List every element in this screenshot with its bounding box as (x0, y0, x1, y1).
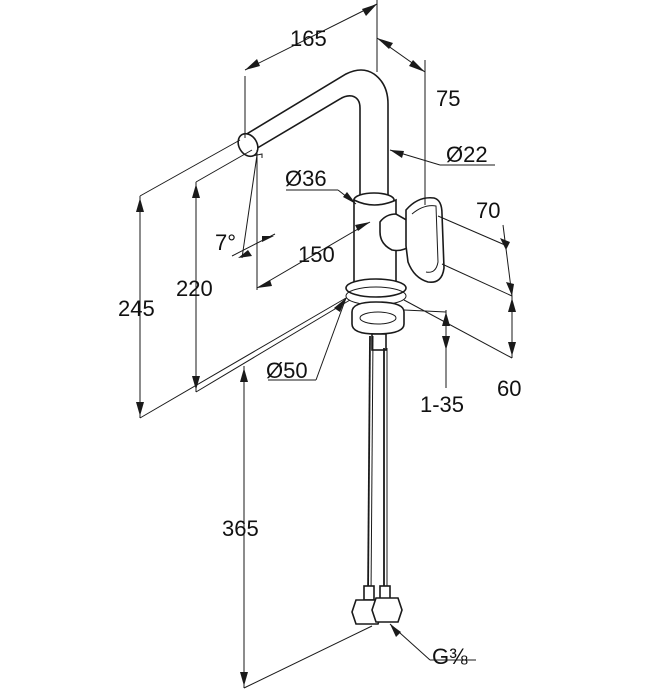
dim-spout-height: 220 (176, 276, 213, 301)
dim-swivel-angle: 7° (215, 230, 236, 255)
dim-spout-reach: 165 (290, 26, 327, 51)
hose-ferrule-left (363, 585, 375, 601)
faucet (237, 69, 445, 625)
dim-spout-tip-offset: 75 (436, 86, 460, 111)
dim-connection-thread: G⅜ (432, 644, 468, 669)
dimension-lines (136, 0, 516, 689)
handle-neck (379, 213, 411, 252)
mounting-plate (351, 301, 405, 335)
dim-handle-height: 70 (476, 198, 500, 223)
dim-body-diameter: Ø36 (285, 166, 327, 191)
connection-nut-right (371, 597, 403, 623)
mounting-nut (359, 311, 397, 325)
dim-body-projection: 150 (298, 242, 335, 267)
handle-edge (411, 205, 439, 273)
handle-lever (405, 196, 445, 284)
dim-total-height: 245 (118, 296, 155, 321)
base-flange (345, 278, 407, 298)
dim-base-diameter: Ø50 (266, 358, 308, 383)
dim-deck-thickness: 1-35 (420, 392, 464, 417)
aerator (251, 153, 263, 158)
dim-base-height: 60 (497, 376, 521, 401)
dim-hose-length: 365 (222, 516, 259, 541)
dim-spout-diameter: Ø22 (446, 142, 488, 167)
mounting-stud (371, 333, 387, 351)
dimension-labels: 165 75 Ø22 Ø36 7° 150 70 220 245 Ø50 60 … (118, 26, 521, 669)
hose-left (367, 335, 371, 597)
